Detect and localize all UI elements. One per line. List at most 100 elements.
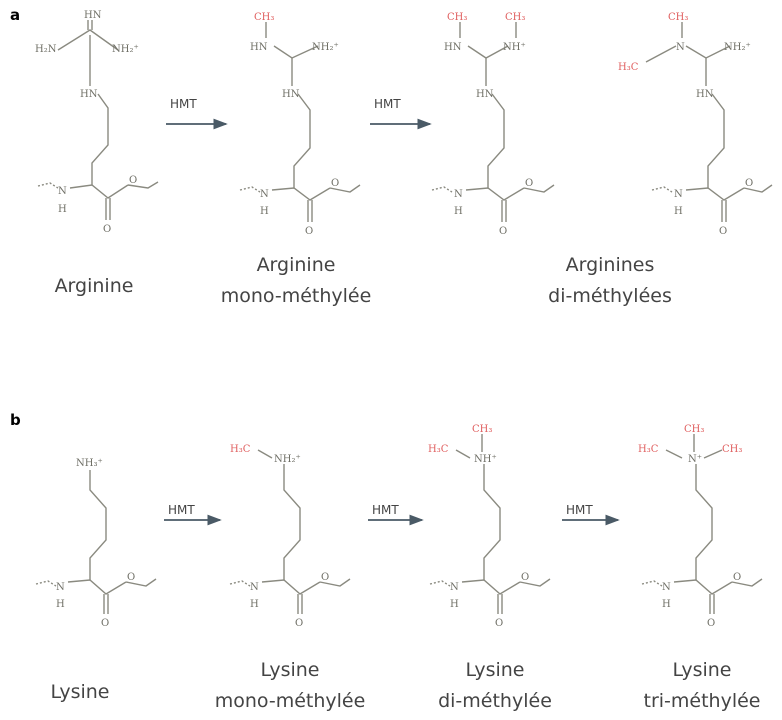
arrow-hmt-b2: HMT: [368, 503, 424, 526]
atom-n-alpha: N: [260, 189, 269, 200]
structure-arginine: H₂N NH₂⁺ HN HN N H O O: [35, 10, 159, 235]
atom-n-alpha: N: [450, 582, 459, 593]
arrow-label: HMT: [372, 503, 399, 517]
caption-lysine-mono-line2: mono-méthylée: [215, 690, 366, 712]
atom-o-carbonyl: O: [101, 618, 109, 629]
arrow-hmt-a2: HMT: [370, 97, 432, 130]
atom-hn-left: HN: [444, 42, 462, 53]
atom-h-alpha: H: [56, 599, 65, 610]
atom-hn-link: HN: [282, 89, 300, 100]
structure-arginine-mono-methyl: CH₃ HN NH₂⁺ HN N H O O: [239, 12, 361, 237]
atom-o-carbonyl: O: [103, 224, 111, 235]
atom-o-ester: O: [745, 178, 753, 189]
methyl-top: CH₃: [668, 12, 688, 23]
arrow-label: HMT: [170, 97, 197, 111]
bonds: [641, 434, 763, 614]
caption-lysine-mono-line1: Lysine: [261, 659, 320, 681]
atom-nh2-plus: NH₂⁺: [274, 454, 301, 465]
arrow-label: HMT: [374, 97, 401, 111]
atom-o-carbonyl: O: [707, 618, 715, 629]
atom-o-ester: O: [521, 572, 529, 583]
methyl-left: H₃C: [618, 62, 639, 73]
structure-lysine-mono-methyl: H₃C NH₂⁺ N H O O: [229, 444, 351, 629]
bonds: [239, 22, 361, 222]
caption-arginine: Arginine: [55, 275, 134, 297]
atom-n-alpha: N: [454, 189, 463, 200]
atom-n-alpha: N: [56, 582, 65, 593]
atom-h-alpha: H: [674, 206, 683, 217]
methyl-left: CH₃: [447, 12, 467, 23]
arrow-label: HMT: [566, 503, 593, 517]
atom-n-alpha: N: [58, 186, 67, 197]
structure-lysine-tri-methyl: H₃C CH₃ CH₃ N⁺ N H O O: [638, 424, 763, 629]
methyl-left: H₃C: [428, 444, 449, 455]
structure-lysine: NH₃⁺ N H O O: [35, 458, 157, 629]
atom-nh2-plus: NH₂⁺: [312, 42, 339, 53]
bonds: [229, 449, 351, 614]
arrow-hmt-a1: HMT: [166, 97, 228, 130]
atom-h2n: H₂N: [35, 44, 57, 55]
atom-hn-link: HN: [696, 89, 714, 100]
atom-n-plus: N⁺: [688, 454, 702, 465]
atom-hn-link: HN: [80, 89, 98, 100]
atom-o-carbonyl: O: [495, 618, 503, 629]
atom-nh3-plus: NH₃⁺: [76, 458, 103, 469]
atom-hn-link: HN: [476, 89, 494, 100]
caption-lysine-di-line1: Lysine: [466, 659, 525, 681]
atom-o-ester: O: [127, 572, 135, 583]
atom-o-carbonyl: O: [295, 618, 303, 629]
atom-h-alpha: H: [450, 599, 459, 610]
arrow-label: HMT: [168, 503, 195, 517]
caption-arginine-mono-line2: mono-méthylée: [221, 285, 372, 307]
bonds: [645, 22, 773, 222]
methyl-right: CH₃: [722, 444, 742, 455]
atom-n-top: N: [676, 42, 685, 53]
atom-hn-top: HN: [84, 10, 102, 21]
atom-h-alpha: H: [260, 206, 269, 217]
methyl-right: CH₃: [505, 12, 525, 23]
caption-lysine-tri-line2: tri-méthylée: [644, 690, 761, 712]
bonds: [431, 22, 555, 222]
atom-o-ester: O: [525, 178, 533, 189]
atom-o-ester: O: [321, 572, 329, 583]
atom-o-ester: O: [129, 175, 137, 186]
atom-o-carbonyl: O: [719, 226, 727, 237]
methyl-left: H₃C: [638, 444, 659, 455]
atom-h-alpha: H: [454, 206, 463, 217]
caption-lysine-tri-line1: Lysine: [673, 659, 732, 681]
structure-arginine-di-methyl-asymmetric: CH₃ H₃C N NH₂⁺ HN N H O O: [618, 12, 773, 237]
atom-nh-plus: NH⁺: [474, 454, 497, 465]
bonds: [37, 20, 159, 220]
arrow-hmt-b1: HMT: [164, 503, 222, 526]
panel-a-label: a: [10, 6, 20, 24]
structure-arginine-di-methyl-symmetric: CH₃ CH₃ HN NH⁺ HN N H O O: [431, 12, 555, 237]
methyl-top: CH₃: [472, 424, 492, 435]
atom-o-carbonyl: O: [499, 226, 507, 237]
methyl-group: CH₃: [254, 12, 274, 23]
caption-lysine: Lysine: [51, 681, 110, 703]
panel-b-label: b: [10, 411, 21, 429]
bonds: [35, 470, 157, 614]
structure-lysine-di-methyl: H₃C CH₃ NH⁺ N H O O: [428, 424, 551, 629]
caption-lysine-di-line2: di-méthylée: [438, 690, 552, 712]
methyl-left: H₃C: [230, 444, 251, 455]
methyl-top: CH₃: [684, 424, 704, 435]
arrow-hmt-b3: HMT: [562, 503, 620, 526]
bonds: [429, 434, 551, 614]
atom-nh2-plus: NH₂⁺: [112, 44, 139, 55]
caption-arginine-mono-line1: Arginine: [257, 254, 336, 276]
atom-hn-top: HN: [250, 42, 268, 53]
atom-h-alpha: H: [58, 204, 67, 215]
caption-arginines-di-line1: Arginines: [566, 254, 655, 276]
atom-h-alpha: H: [250, 599, 259, 610]
atom-o-ester: O: [733, 572, 741, 583]
atom-n-alpha: N: [662, 582, 671, 593]
caption-arginines-di-line2: di-méthylées: [548, 285, 672, 307]
atom-n-alpha: N: [250, 582, 259, 593]
atom-o-ester: O: [331, 178, 339, 189]
atom-h-alpha: H: [662, 599, 671, 610]
atom-n-alpha: N: [674, 189, 683, 200]
atom-nh-plus: NH⁺: [503, 42, 526, 53]
atom-o-carbonyl: O: [305, 226, 313, 237]
